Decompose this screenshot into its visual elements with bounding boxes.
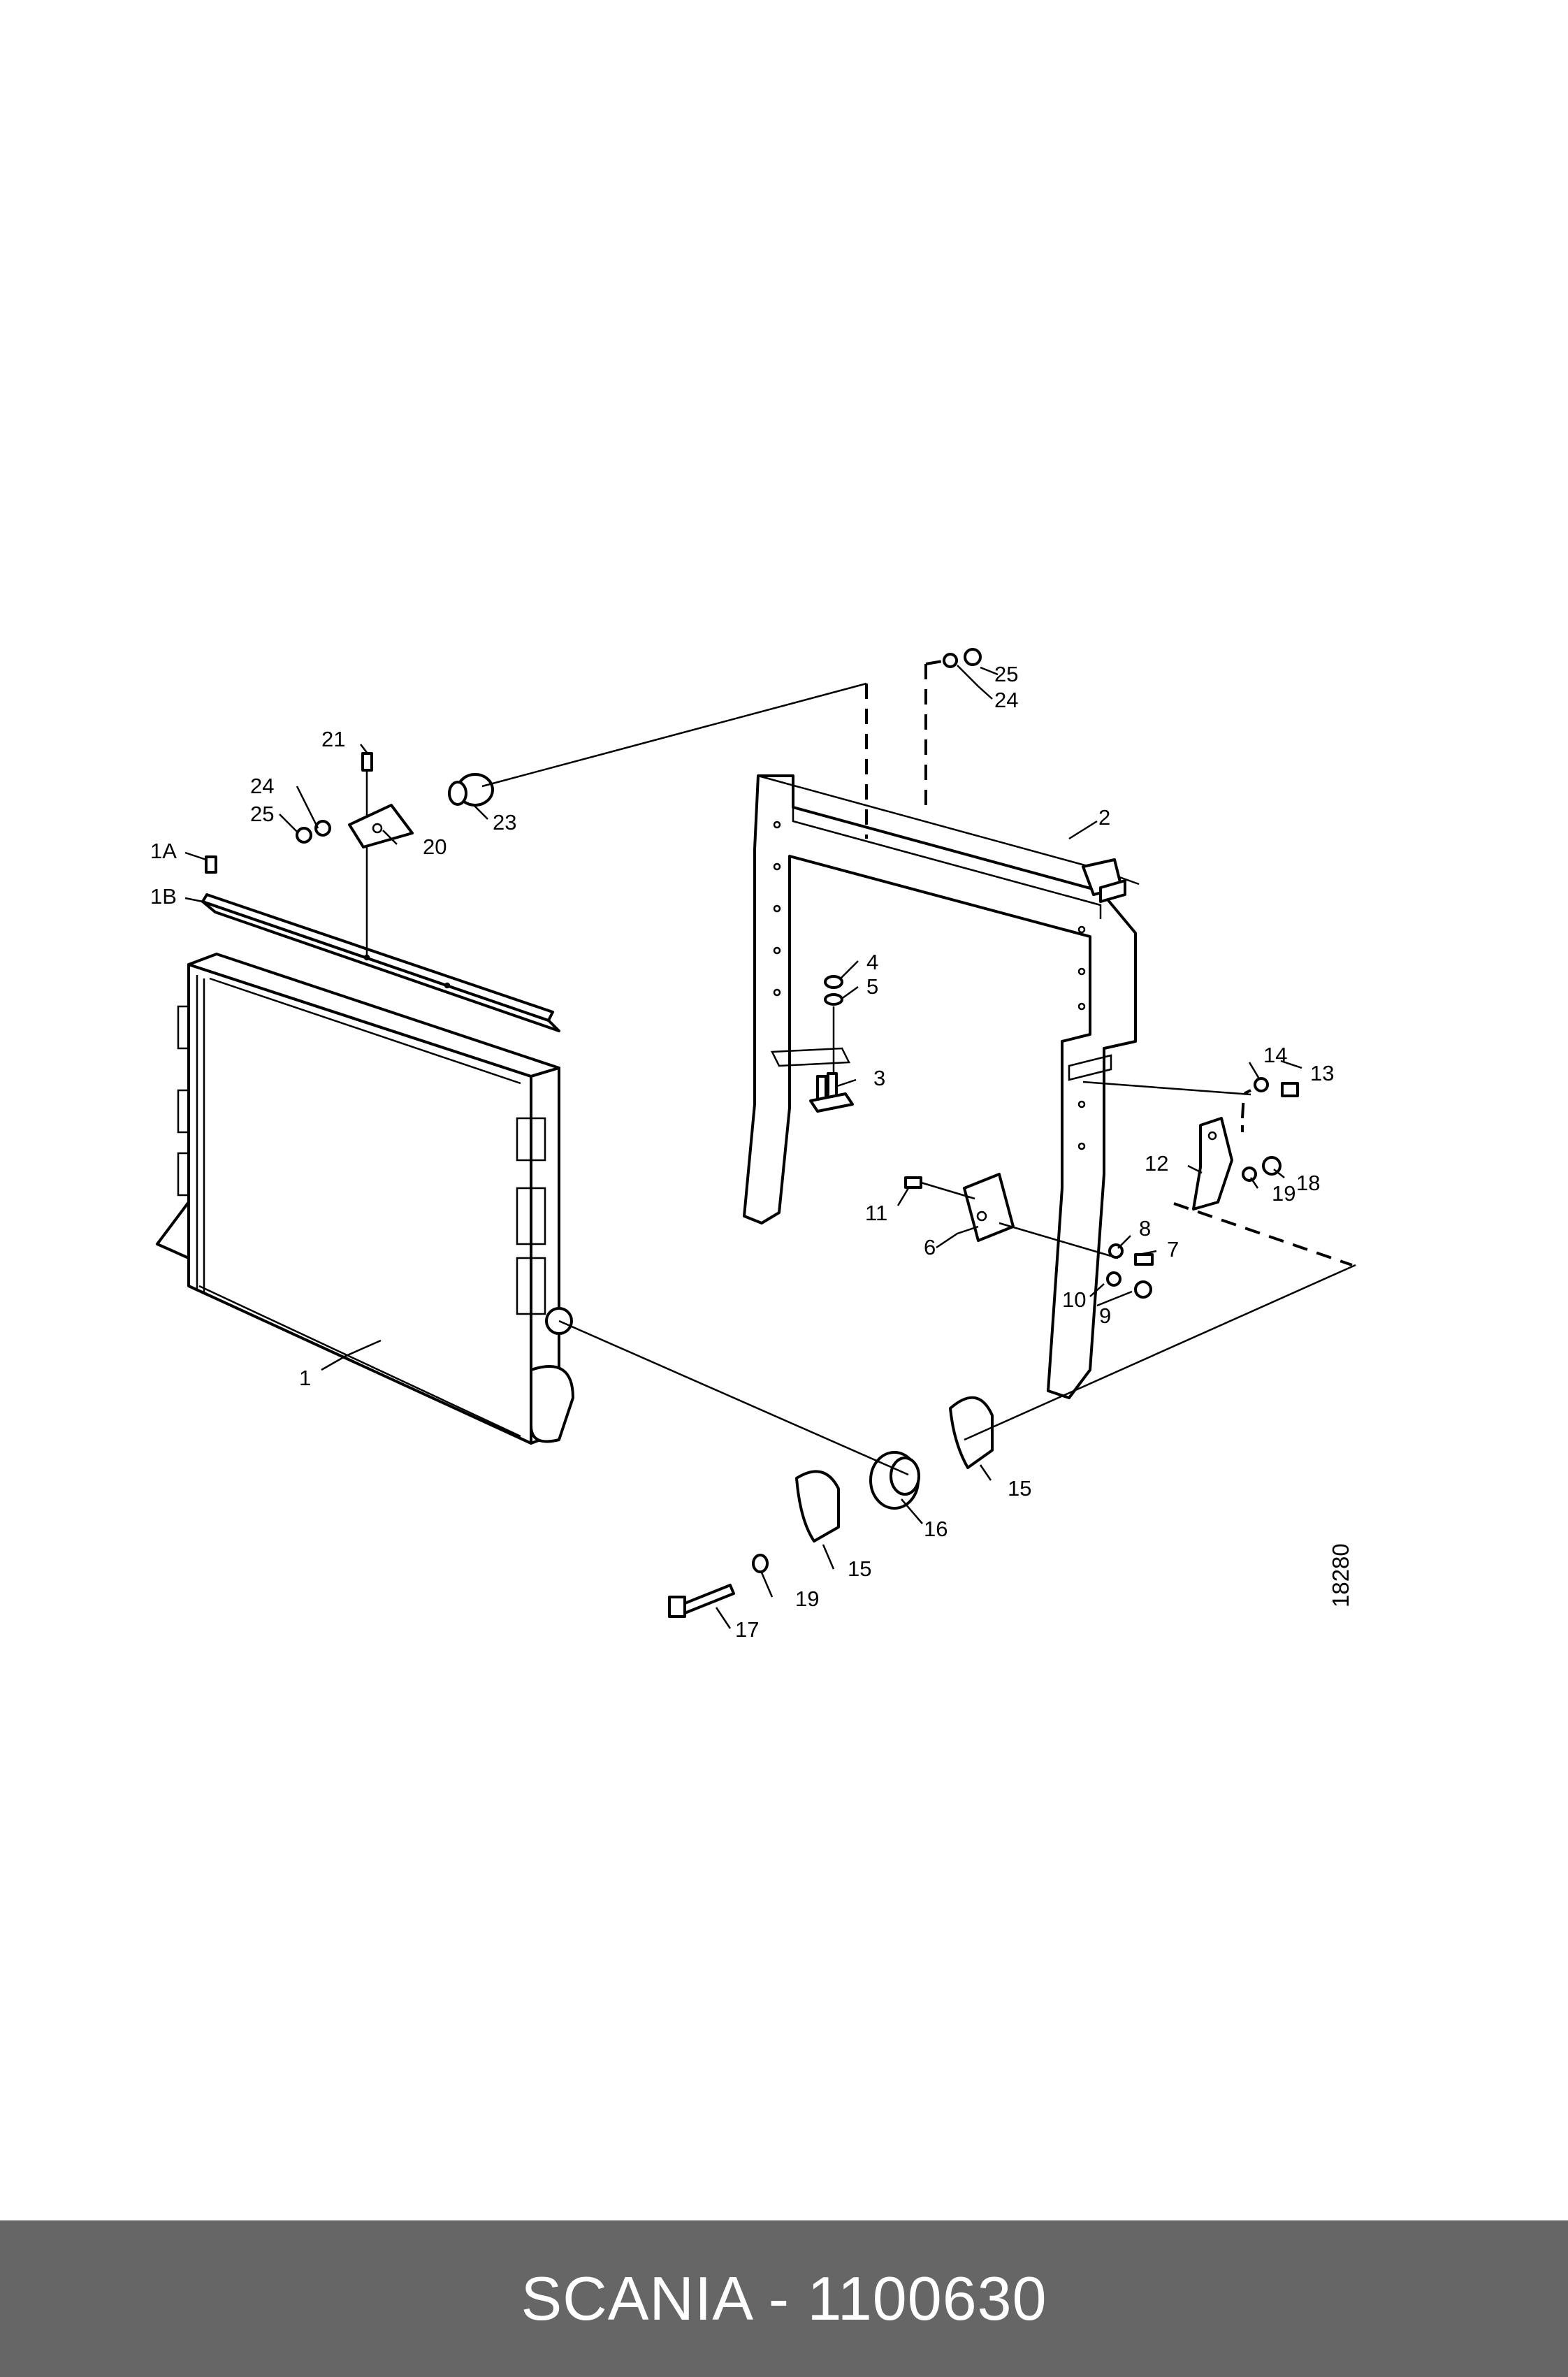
callout-2: 2 (1098, 805, 1110, 830)
callout-11: 11 (865, 1201, 887, 1225)
callout-23: 23 (493, 810, 516, 835)
callout-25b: 25 (994, 662, 1018, 686)
callout-25a: 25 (250, 802, 274, 826)
callout-4: 4 (866, 950, 878, 974)
mount-parts-20-21-23 (296, 682, 867, 958)
callout-8: 8 (1139, 1216, 1151, 1241)
callout-1A: 1A (150, 839, 177, 863)
callout-6: 6 (924, 1235, 936, 1259)
callout-24a: 24 (250, 774, 274, 798)
part-number-title: SCANIA - 1100630 (521, 2264, 1047, 2333)
callout-9: 9 (1099, 1303, 1111, 1328)
callout-7: 7 (1167, 1237, 1179, 1262)
callout-15b: 15 (848, 1556, 871, 1581)
callout-16: 16 (924, 1517, 948, 1541)
drawing-number: 18280 (1328, 1543, 1353, 1607)
callout-15a: 15 (1008, 1476, 1031, 1501)
callout-19a: 19 (1272, 1181, 1295, 1206)
bolt-part-1A (205, 855, 217, 874)
stud-nut-parts-3-4-5 (809, 975, 854, 1113)
bracket-parts-12-13-14-18-19 (1082, 1077, 1299, 1211)
top-bar-part-1B (201, 893, 560, 1032)
callout-12: 12 (1145, 1151, 1168, 1176)
top-washer-nut-24-25 (943, 648, 982, 668)
callout-labels: 1 1A 1B 2 3 4 5 6 7 8 9 10 11 12 13 14 1… (150, 662, 1353, 1642)
callout-18: 18 (1296, 1171, 1320, 1195)
callout-13: 13 (1310, 1061, 1334, 1085)
callout-19b: 19 (795, 1587, 819, 1611)
dashed-connectors (865, 659, 1353, 1266)
frame-part-2 (743, 774, 1140, 1399)
parts-diagram: 1 1A 1B 2 3 4 5 6 7 8 9 10 11 12 13 14 1… (150, 648, 1356, 1642)
radiator-part-1 (156, 953, 574, 1445)
callout-14: 14 (1263, 1043, 1287, 1067)
callout-20: 20 (423, 835, 447, 859)
callout-1B: 1B (150, 884, 177, 909)
callout-5: 5 (866, 974, 878, 999)
callout-leaders (184, 665, 1302, 1629)
footer-bar: SCANIA - 1100630 (0, 2220, 1568, 2377)
callout-17: 17 (735, 1617, 759, 1642)
bushing-parts-15-16-17-19 (558, 1264, 1356, 1618)
bracket-parts-6-7-8-9-10-11 (904, 1173, 1154, 1299)
callout-10: 10 (1062, 1287, 1086, 1312)
callout-21: 21 (321, 727, 345, 751)
callout-24b: 24 (994, 688, 1018, 712)
callout-1: 1 (299, 1366, 311, 1390)
callout-3: 3 (873, 1066, 885, 1090)
